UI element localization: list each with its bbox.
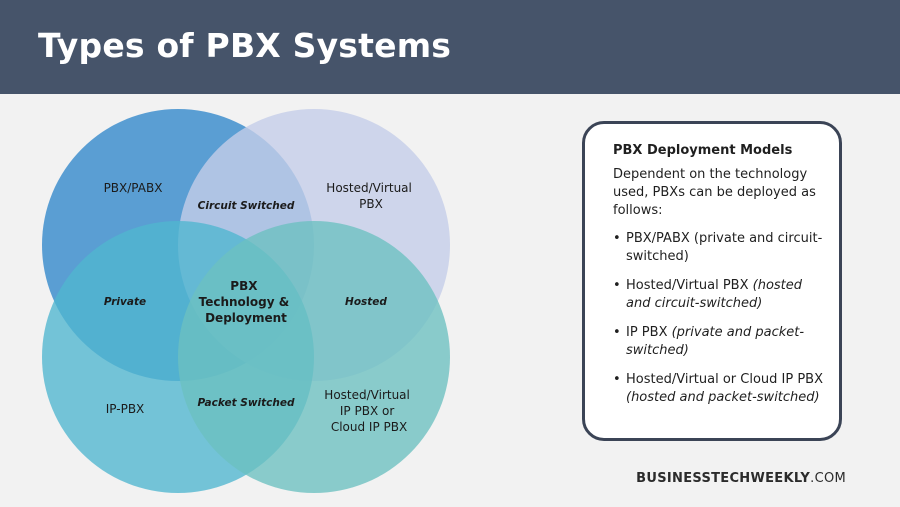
card-intro: Dependent on the technology used, PBXs c… — [613, 167, 816, 218]
item-main: PBX/PABX (private and circuit-switched) — [626, 231, 823, 264]
card-title: PBX Deployment Models — [613, 143, 793, 158]
item-qualifier: (private and packet-switched) — [626, 325, 805, 358]
overlap-label-packet-switched: Packet Switched — [198, 397, 295, 409]
brand-watermark: BUSINESSTECHWEEKLY.COM — [636, 471, 846, 486]
deployment-list: • PBX/PABX (private and circuit-switched… — [613, 230, 825, 407]
bullet-icon: • — [613, 231, 621, 246]
deployment-models-card: PBX Deployment Models Dependent on the t… — [582, 121, 842, 441]
list-item: • Hosted/Virtual or Cloud IP PBX (hosted… — [613, 371, 825, 407]
set-label-pbx-pabx: PBX/PABX — [104, 181, 163, 195]
venn-diagram: PBX/PABX Hosted/Virtual PBX IP-PBX Hoste… — [42, 109, 450, 493]
header-bar: Types of PBX Systems — [0, 0, 900, 94]
brand-domain: .COM — [810, 471, 846, 486]
overlap-label-hosted: Hosted — [345, 296, 387, 308]
item-qualifier: (hosted and circuit-switched) — [626, 278, 803, 311]
item-qualifier: (hosted and packet-switched) — [626, 390, 820, 405]
set-label-hosted-ip-pbx: Hosted/Virtual IP PBX or Cloud IP PBX — [324, 388, 413, 434]
item-main: Hosted/Virtual or Cloud IP PBX — [626, 372, 824, 387]
brand-name: BUSINESSTECHWEEKLY — [636, 471, 811, 486]
item-main: IP PBX — [626, 325, 672, 340]
circle-hosted-ip-pbx — [178, 221, 450, 493]
bullet-icon: • — [613, 325, 621, 340]
overlap-label-circuit-switched: Circuit Switched — [198, 200, 295, 212]
set-label-ip-pbx: IP-PBX — [106, 402, 145, 416]
bullet-icon: • — [613, 372, 621, 387]
overlap-label-private: Private — [104, 296, 146, 308]
list-item: • IP PBX (private and packet-switched) — [613, 324, 825, 360]
list-item: • Hosted/Virtual PBX (hosted and circuit… — [613, 277, 825, 313]
item-main: Hosted/Virtual PBX — [626, 278, 753, 293]
list-item: • PBX/PABX (private and circuit-switched… — [613, 230, 825, 266]
bullet-icon: • — [613, 278, 621, 293]
page-title: Types of PBX Systems — [38, 26, 452, 65]
set-label-hosted-virtual-pbx: Hosted/Virtual PBX — [326, 181, 415, 211]
center-label: PBX Technology & Deployment — [199, 279, 294, 325]
